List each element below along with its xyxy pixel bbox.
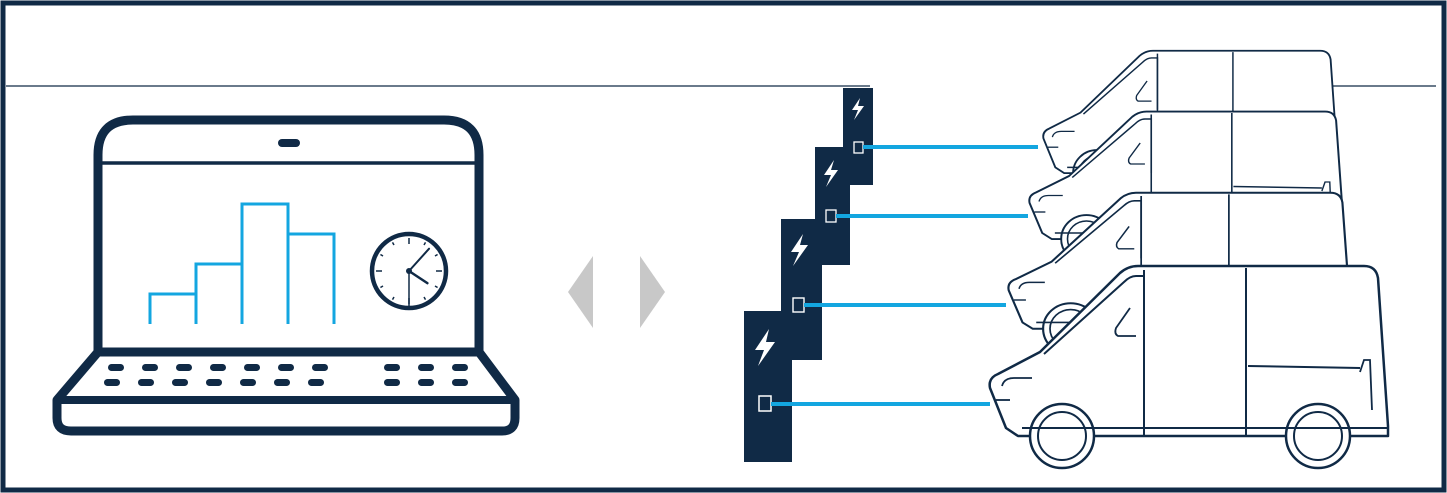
charging-stations [744, 88, 1038, 462]
arrow-right-icon [640, 256, 665, 328]
ev-charger-icon [744, 311, 990, 462]
clock-icon [369, 231, 449, 311]
clock-tick [380, 253, 384, 257]
bar-chart-outline [148, 202, 336, 324]
clock-tick [434, 253, 438, 257]
clock-center [406, 268, 412, 274]
ev-charger-icon [815, 147, 1028, 265]
lightning-bolt-icon [852, 98, 864, 120]
bidirectional-arrows-icon [568, 256, 665, 328]
lightning-bolt-icon [824, 160, 838, 187]
clock-tick [380, 285, 384, 289]
laptop-screen [93, 115, 484, 352]
laptop-base [52, 347, 520, 436]
clock-tick [391, 242, 395, 246]
bar-chart-icon [148, 202, 336, 324]
keyboard-icon [104, 364, 468, 386]
clock-minute-hand [408, 247, 431, 272]
lightning-bolt-icon [791, 234, 808, 266]
clock-tick [423, 296, 427, 300]
arrow-left-icon [568, 256, 593, 328]
clock-hour-hand [407, 269, 429, 285]
lightning-bolt-icon [755, 329, 775, 366]
clock-tick [423, 242, 427, 246]
clock-tick [391, 296, 395, 300]
webcam-icon [278, 139, 300, 147]
clock-tick [434, 285, 438, 289]
laptop-icon [52, 115, 520, 436]
